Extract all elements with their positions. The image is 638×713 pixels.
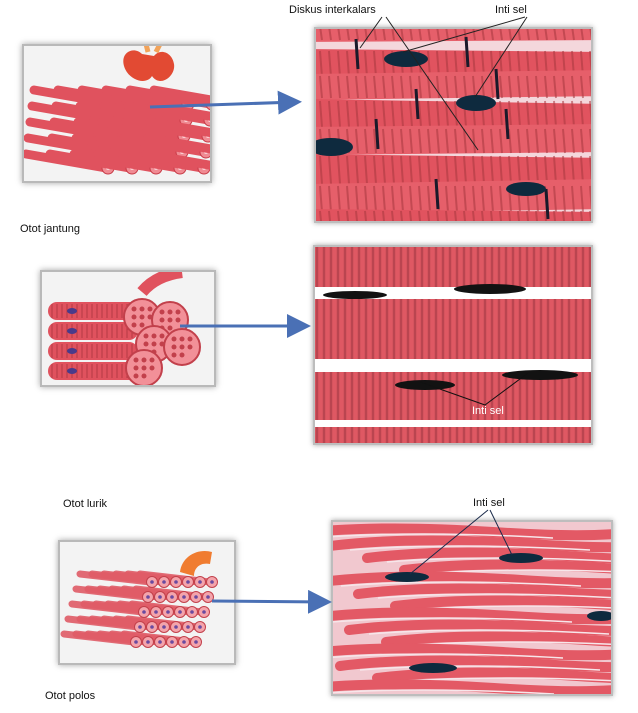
pointer-lines-skeletal	[419, 372, 529, 406]
label-intercalated-disc: Diskus interkalars	[289, 4, 376, 16]
skeletal-thumbnail	[40, 270, 216, 387]
skeletal-micrograph	[313, 245, 593, 445]
caption-smooth: Otot polos	[45, 690, 96, 702]
caption-cardiac: Otot jantung	[20, 223, 80, 235]
cardiac-thumbnail	[22, 44, 212, 183]
pointer-lines-cardiac	[359, 16, 528, 151]
skeletal-bundle-illustration	[48, 272, 201, 385]
pointer-lines-smooth	[409, 509, 513, 575]
arrow-smooth	[211, 589, 332, 614]
heart-icon	[123, 46, 175, 81]
label-nucleus-smooth: Inti sel	[473, 497, 505, 509]
smooth-bundle-illustration	[60, 550, 218, 648]
label-nucleus-cardiac: Inti sel	[495, 4, 527, 16]
arrow-cardiac	[149, 90, 302, 115]
label-nucleus-skeletal: Inti sel	[472, 405, 504, 417]
smooth-thumbnail	[58, 540, 236, 665]
cardiac-micrograph	[314, 27, 593, 223]
caption-skeletal: Otot lurik	[63, 498, 108, 510]
smooth-micrograph	[331, 520, 613, 696]
cardiac-bundle-illustration	[24, 46, 210, 175]
